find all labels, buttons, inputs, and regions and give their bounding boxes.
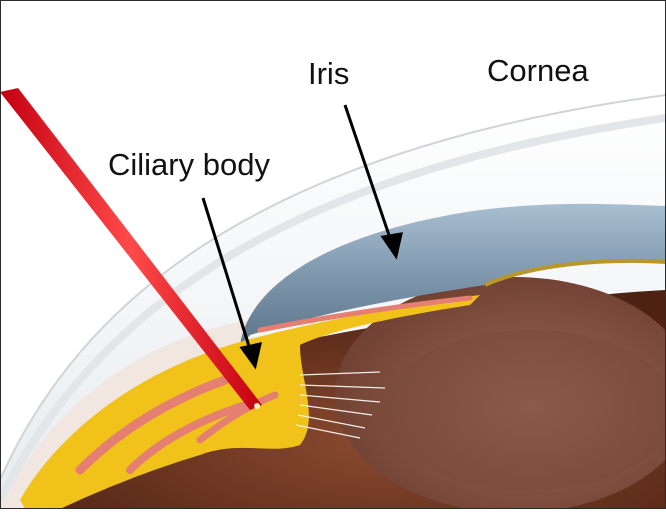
lens-nucleus [385,330,666,490]
cornea-label: Cornea [487,55,589,86]
iris-label: Iris [308,58,349,89]
laser-spot [254,403,260,409]
ciliary-body-label: Ciliary body [108,149,270,180]
